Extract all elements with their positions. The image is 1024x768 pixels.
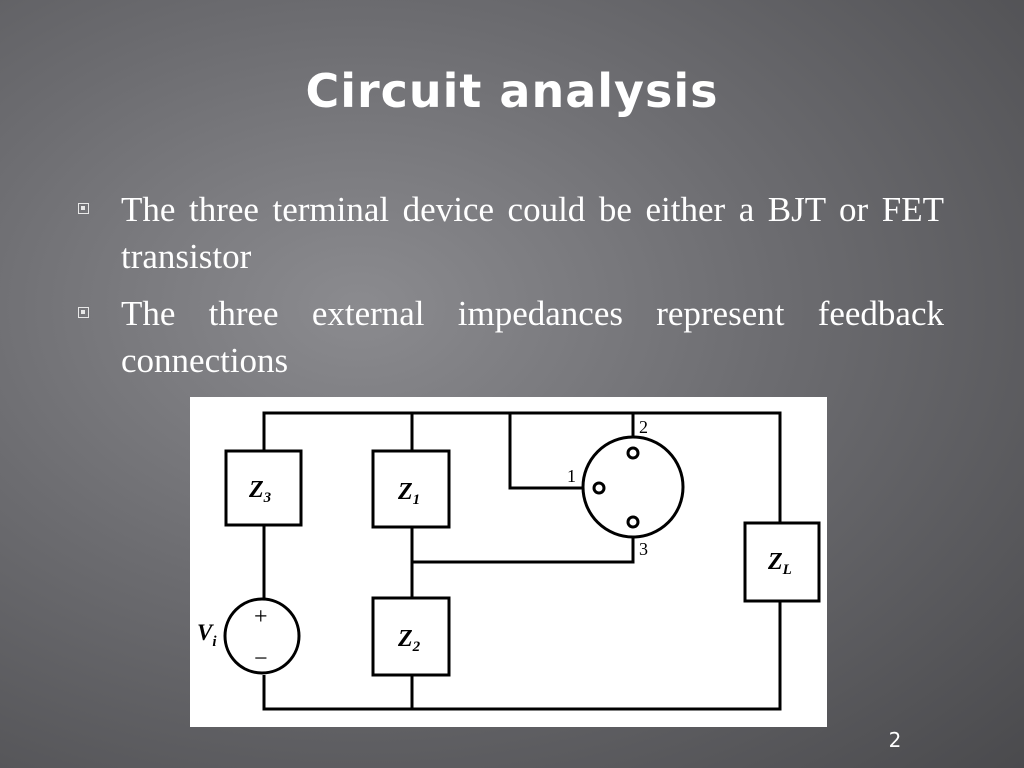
source-plus-sign: + [254, 604, 268, 630]
bullet-text: The three external impedances represent … [121, 294, 944, 380]
z1-label: Z1 [397, 479, 420, 508]
zl-box [743, 521, 821, 603]
terminal-3-wire [412, 534, 635, 564]
vi-label: Vi [197, 620, 217, 650]
square-bullet-icon [78, 307, 89, 318]
terminal-1-pin [592, 481, 606, 495]
bullet-text: The three terminal device could be eithe… [121, 190, 944, 276]
slide-title: Circuit analysis [305, 64, 719, 118]
bullet-item: The three terminal device could be eithe… [78, 186, 946, 280]
square-bullet-icon [78, 203, 89, 214]
source-minus-sign: − [254, 646, 268, 672]
terminal-3-pin [626, 515, 640, 529]
terminal-2-label: 2 [639, 417, 648, 437]
terminal-1-wire [508, 413, 584, 490]
terminal-3-label: 3 [639, 539, 648, 559]
circuit-diagram: Z3 Z1 Z2 ZL Vi + − 1 2 3 [190, 397, 827, 727]
terminal-2-pin [626, 446, 640, 460]
voltage-source [223, 597, 301, 675]
z2-label: Z2 [397, 626, 421, 655]
page-number: 2 [888, 728, 902, 752]
bottom-wire [262, 601, 782, 711]
z3-label: Z3 [248, 477, 272, 506]
bullet-list: The three terminal device could be eithe… [78, 186, 946, 394]
transistor-device [581, 435, 685, 539]
z2-box [371, 596, 451, 677]
z1-box [371, 449, 451, 529]
z3-box [224, 449, 303, 527]
zl-label: ZL [767, 549, 792, 578]
top-wire [262, 411, 782, 523]
bullet-item: The three external impedances represent … [78, 290, 946, 384]
terminal-1-label: 1 [567, 466, 576, 486]
